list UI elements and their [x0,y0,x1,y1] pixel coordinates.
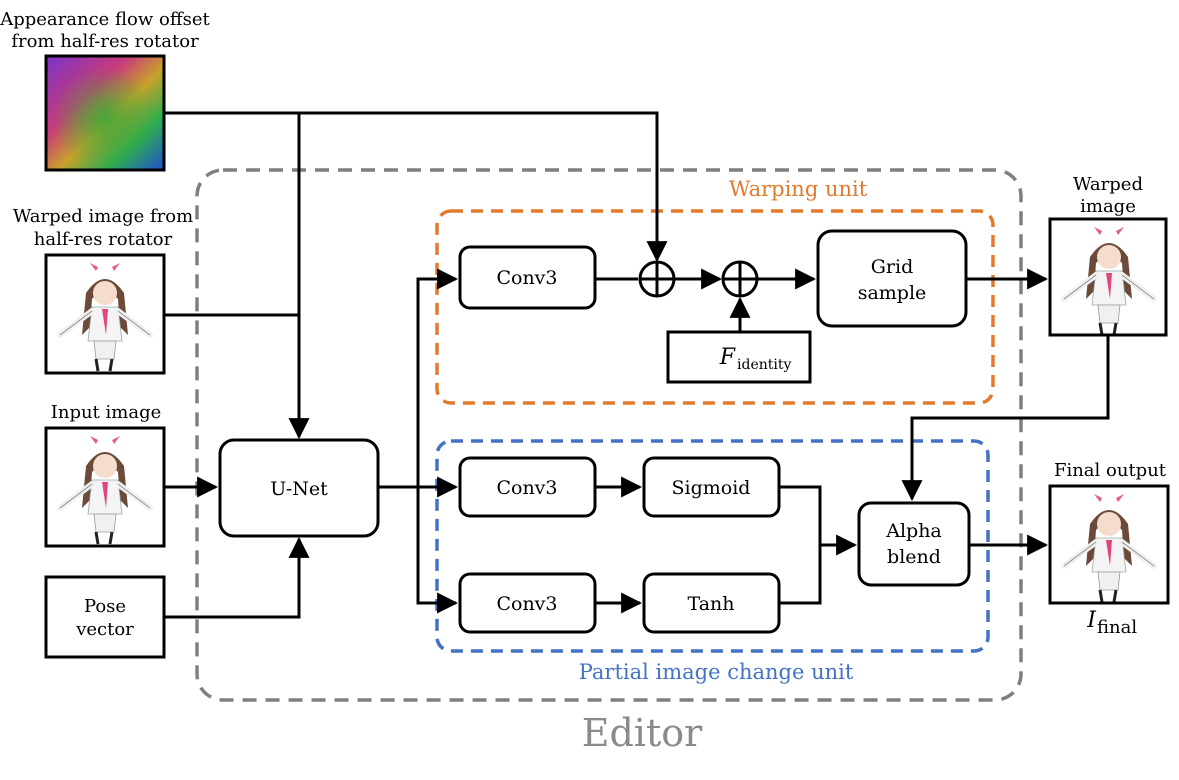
svg-text:image: image [1080,196,1136,217]
svg-text:identity: identity [737,357,791,373]
warped-half-label: Warped image from half-res rotator [13,206,193,250]
svg-text:F: F [719,345,736,370]
alpha-blend-box: Alpha blend [857,501,971,587]
warping-unit-border [435,209,995,405]
appearance-flow-image-icon [44,54,166,172]
svg-text:Tanh: Tanh [688,593,735,615]
final-output-image [1050,486,1168,604]
svg-text:sample: sample [858,282,927,304]
warping-conv3-box: Conv3 [458,245,597,310]
svg-text:Sigmoid: Sigmoid [672,477,751,499]
unet-to-conv-bottom-arrow [416,487,459,614]
svg-text:U-Net: U-Net [270,478,328,500]
input-image-label: Input image [51,402,162,423]
unet-box: U-Net [218,438,380,538]
svg-text:Conv3: Conv3 [496,593,557,615]
grid-sample-box: Grid sample [816,229,968,328]
svg-text:Appearance flow offset: Appearance flow offset [0,9,211,30]
svg-text:Warped: Warped [1073,174,1143,195]
final-output-label: Final output [1054,460,1167,481]
svg-text:final: final [1097,617,1137,638]
unet-to-warp-conv-arrow [416,268,459,487]
warped-half-image [46,255,164,373]
circled-plus-icon [721,260,759,298]
svg-text:Warped image from: Warped image from [13,206,193,227]
input-image [46,428,164,546]
svg-text:blend: blend [887,546,941,568]
sigmoid-box: Sigmoid [642,456,781,518]
warping-unit-title: Warping unit [729,177,868,201]
flow-offset-label: Appearance flow offset from half-res rot… [0,9,211,52]
partial-conv3-top-box: Conv3 [458,456,597,518]
svg-text:half-res rotator: half-res rotator [34,229,173,250]
flow-to-sum-arrow [164,111,668,263]
partial-conv3-bottom-box: Conv3 [458,572,597,634]
partial-change-unit-title: Partial image change unit [579,660,854,684]
warped-image-label: Warped image [1073,174,1143,217]
circled-plus-icon [638,260,676,298]
pose-vector-box: Pose vector [44,575,166,659]
svg-text:Pose: Pose [84,596,126,617]
partial-change-unit-border [435,439,990,653]
editor-border [195,168,1023,702]
svg-text:Alpha: Alpha [885,520,942,542]
svg-text:I: I [1086,608,1097,633]
svg-text:vector: vector [75,619,134,640]
svg-text:Conv3: Conv3 [496,477,557,499]
svg-text:Grid: Grid [871,256,914,278]
tanh-box: Tanh [642,572,781,634]
svg-text:from half-res rotator: from half-res rotator [11,31,199,52]
warped-output-image [1050,219,1168,337]
editor-title: Editor [582,711,703,755]
final-symbol: I final [1086,608,1137,638]
pose-to-unet-arrow [164,536,310,619]
warped-to-alpha-arrow [901,335,1110,502]
f-identity-box: F identity [666,330,812,384]
merge-connector [779,485,822,605]
connections [164,111,1110,619]
svg-text:Conv3: Conv3 [496,267,557,289]
